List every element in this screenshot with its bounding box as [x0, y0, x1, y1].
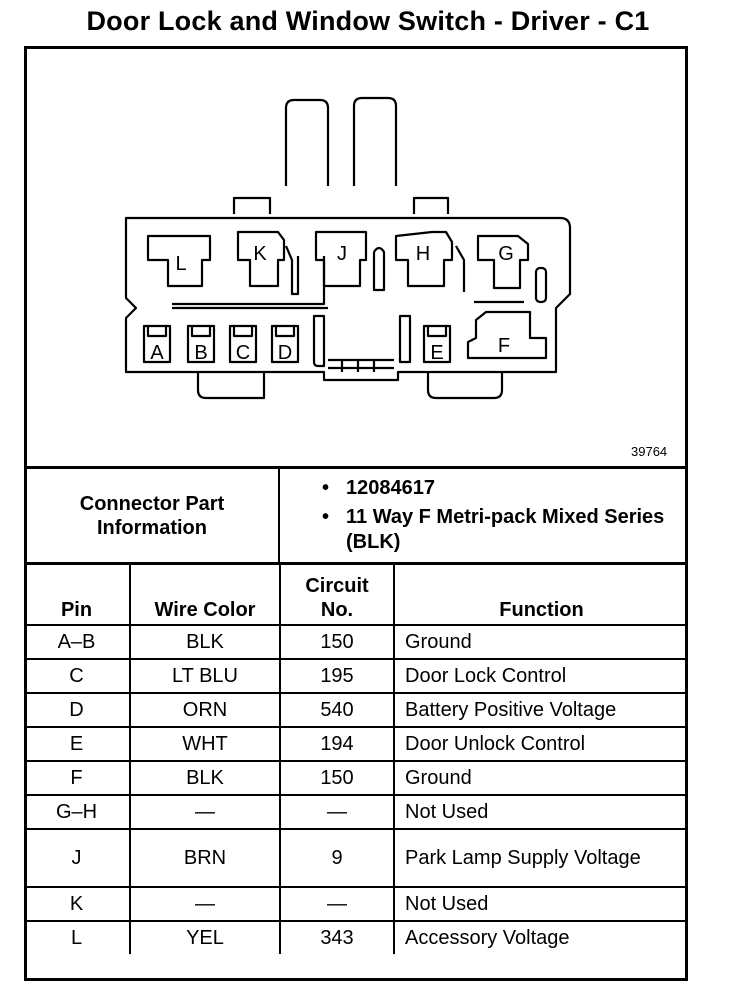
table-row: L YEL 343 Accessory Voltage: [24, 920, 688, 954]
cell-wire-color: LT BLU: [129, 658, 281, 694]
cell-function: Door Lock Control: [393, 658, 688, 694]
section-divider: [24, 562, 688, 565]
table-row: F BLK 150 Ground: [24, 760, 688, 796]
cell-function: Not Used: [393, 886, 688, 922]
cell-wire-color: BRN: [129, 828, 281, 888]
table-row: A–B BLK 150 Ground: [24, 624, 688, 660]
connector-info-label: Connector Part Information: [79, 493, 225, 539]
pin-label-b: B: [194, 342, 207, 364]
cell-circuit: —: [279, 794, 395, 830]
document-frame: [24, 46, 688, 981]
connector-info-list: • 12084617 • 11 Way F Metri-pack Mixed S…: [320, 476, 680, 559]
pin-table: Pin Wire Color Circuit No. Function A–B …: [24, 564, 688, 954]
figure-number: 39764: [631, 444, 668, 459]
table-row: C LT BLU 195 Door Lock Control: [24, 658, 688, 694]
table-row: K — — Not Used: [24, 886, 688, 922]
pin-label-d: D: [278, 342, 292, 364]
cell-wire-color: WHT: [129, 726, 281, 762]
cell-circuit: 540: [279, 692, 395, 728]
connector-info-item: 11 Way F Metri-pack Mixed Series (BLK): [346, 506, 665, 553]
cell-function: Ground: [393, 624, 688, 660]
cell-function: Not Used: [393, 794, 688, 830]
pin-label-a: A: [150, 342, 164, 364]
cell-circuit: 9: [279, 828, 395, 888]
cell-pin: C: [24, 658, 131, 694]
cell-wire-color: —: [129, 886, 281, 922]
bullet-icon: •: [322, 477, 330, 499]
pin-label-e: E: [430, 342, 443, 364]
cell-pin: J: [24, 828, 131, 888]
pin-label-c: C: [236, 342, 250, 364]
cell-pin: L: [24, 920, 131, 954]
cell-pin: A–B: [24, 624, 131, 660]
cell-wire-color: —: [129, 794, 281, 830]
cell-function: Door Unlock Control: [393, 726, 688, 762]
cell-circuit: —: [279, 886, 395, 922]
cell-circuit: 150: [279, 624, 395, 660]
header-wire-color: Wire Color: [129, 564, 281, 626]
cell-circuit: 194: [279, 726, 395, 762]
cell-function: Accessory Voltage: [393, 920, 688, 954]
pin-label-f: F: [498, 335, 510, 357]
cell-function: Battery Positive Voltage: [393, 692, 688, 728]
table-row: E WHT 194 Door Unlock Control: [24, 726, 688, 762]
cell-function: Ground: [393, 760, 688, 796]
cell-circuit: 195: [279, 658, 395, 694]
pin-label-l: L: [175, 253, 186, 275]
pin-label-g: G: [498, 243, 514, 265]
connector-part-number: • 12084617: [320, 476, 680, 501]
pin-label-h: H: [416, 243, 430, 265]
section-divider: [24, 466, 688, 469]
cell-pin: F: [24, 760, 131, 796]
cell-wire-color: BLK: [129, 760, 281, 796]
cell-circuit: 150: [279, 760, 395, 796]
cell-pin: G–H: [24, 794, 131, 830]
cell-pin: K: [24, 886, 131, 922]
connector-diagram: L K J H G A B C D E F: [124, 96, 572, 400]
cell-pin: D: [24, 692, 131, 728]
pin-label-k: K: [253, 243, 267, 265]
header-pin: Pin: [24, 564, 131, 626]
header-function: Function: [393, 564, 688, 626]
bullet-icon: •: [322, 506, 330, 528]
cell-function: Park Lamp Supply Voltage: [393, 828, 688, 888]
connector-description: • 11 Way F Metri-pack Mixed Series (BLK): [320, 505, 680, 555]
cell-wire-color: YEL: [129, 920, 281, 954]
pin-label-j: J: [337, 243, 347, 265]
info-column-divider: [278, 468, 280, 564]
cell-circuit: 343: [279, 920, 395, 954]
table-row: D ORN 540 Battery Positive Voltage: [24, 692, 688, 728]
cell-wire-color: ORN: [129, 692, 281, 728]
page-title: Door Lock and Window Switch - Driver - C…: [86, 6, 650, 36]
cell-wire-color: BLK: [129, 624, 281, 660]
header-circuit-no: Circuit No.: [279, 564, 395, 626]
table-row: G–H — — Not Used: [24, 794, 688, 830]
connector-info-item: 12084617: [346, 477, 435, 499]
table-row: J BRN 9 Park Lamp Supply Voltage: [24, 828, 688, 888]
cell-pin: E: [24, 726, 131, 762]
